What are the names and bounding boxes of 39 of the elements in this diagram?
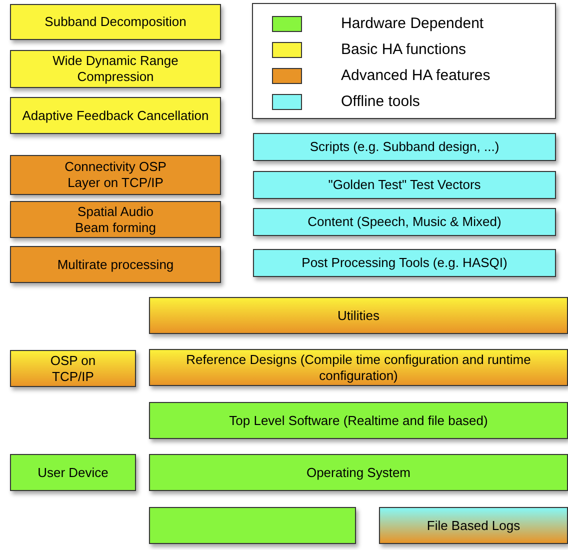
layer-box xyxy=(10,350,136,387)
legend-label: Offline tools xyxy=(341,93,420,111)
layer-box xyxy=(10,97,221,134)
layer-label: "Golden Test" Test Vectors xyxy=(327,177,482,193)
layer-label: Content (Speech, Music & Mixed) xyxy=(306,214,502,230)
layer-box xyxy=(149,402,568,439)
layer-label: File Based Logs xyxy=(426,518,522,534)
layer-label: Spatial Audio Beam forming xyxy=(74,204,157,236)
layer-label: Multirate processing xyxy=(56,256,175,272)
layer-box xyxy=(149,507,356,544)
layer-box xyxy=(149,454,568,491)
layer-box xyxy=(10,50,221,88)
layer-label: OSP on TCP/IP xyxy=(49,352,97,384)
layer-box xyxy=(253,133,556,161)
layer-box xyxy=(149,349,568,386)
layer-label: Reference Designs (Compile time configuration and runtime configuration) xyxy=(185,352,532,384)
layer-box xyxy=(10,201,221,238)
layer-label: User Device xyxy=(36,464,110,480)
layer-label: Adaptive Feedback Cancellation xyxy=(21,108,210,124)
legend-label: Advanced HA features xyxy=(341,67,490,85)
layer-box xyxy=(253,249,556,277)
layer-label: Utilities xyxy=(336,308,380,324)
layer-box xyxy=(253,208,556,236)
layer-label: Post Processing Tools (e.g. HASQI) xyxy=(300,255,508,271)
layer-label: Scripts (e.g. Subband design, ...) xyxy=(308,139,500,155)
layer-box xyxy=(253,171,556,199)
legend-label: Hardware Dependent xyxy=(341,15,484,33)
layer-box xyxy=(10,155,221,195)
layer-box xyxy=(379,507,568,544)
legend-label: Basic HA functions xyxy=(341,41,466,59)
layer-box xyxy=(10,246,221,283)
layer-label: Operating System xyxy=(305,464,412,480)
layer-label: Subband Decomposition xyxy=(44,14,188,30)
layer-label: Wide Dynamic Range Compression xyxy=(52,53,180,85)
layer-box xyxy=(149,297,568,334)
layer-label: Top Level Software (Realtime and file based) xyxy=(228,412,489,428)
layer-box xyxy=(10,4,221,40)
layer-box xyxy=(10,454,136,491)
layer-label: Connectivity OSP Layer on TCP/IP xyxy=(64,159,168,191)
